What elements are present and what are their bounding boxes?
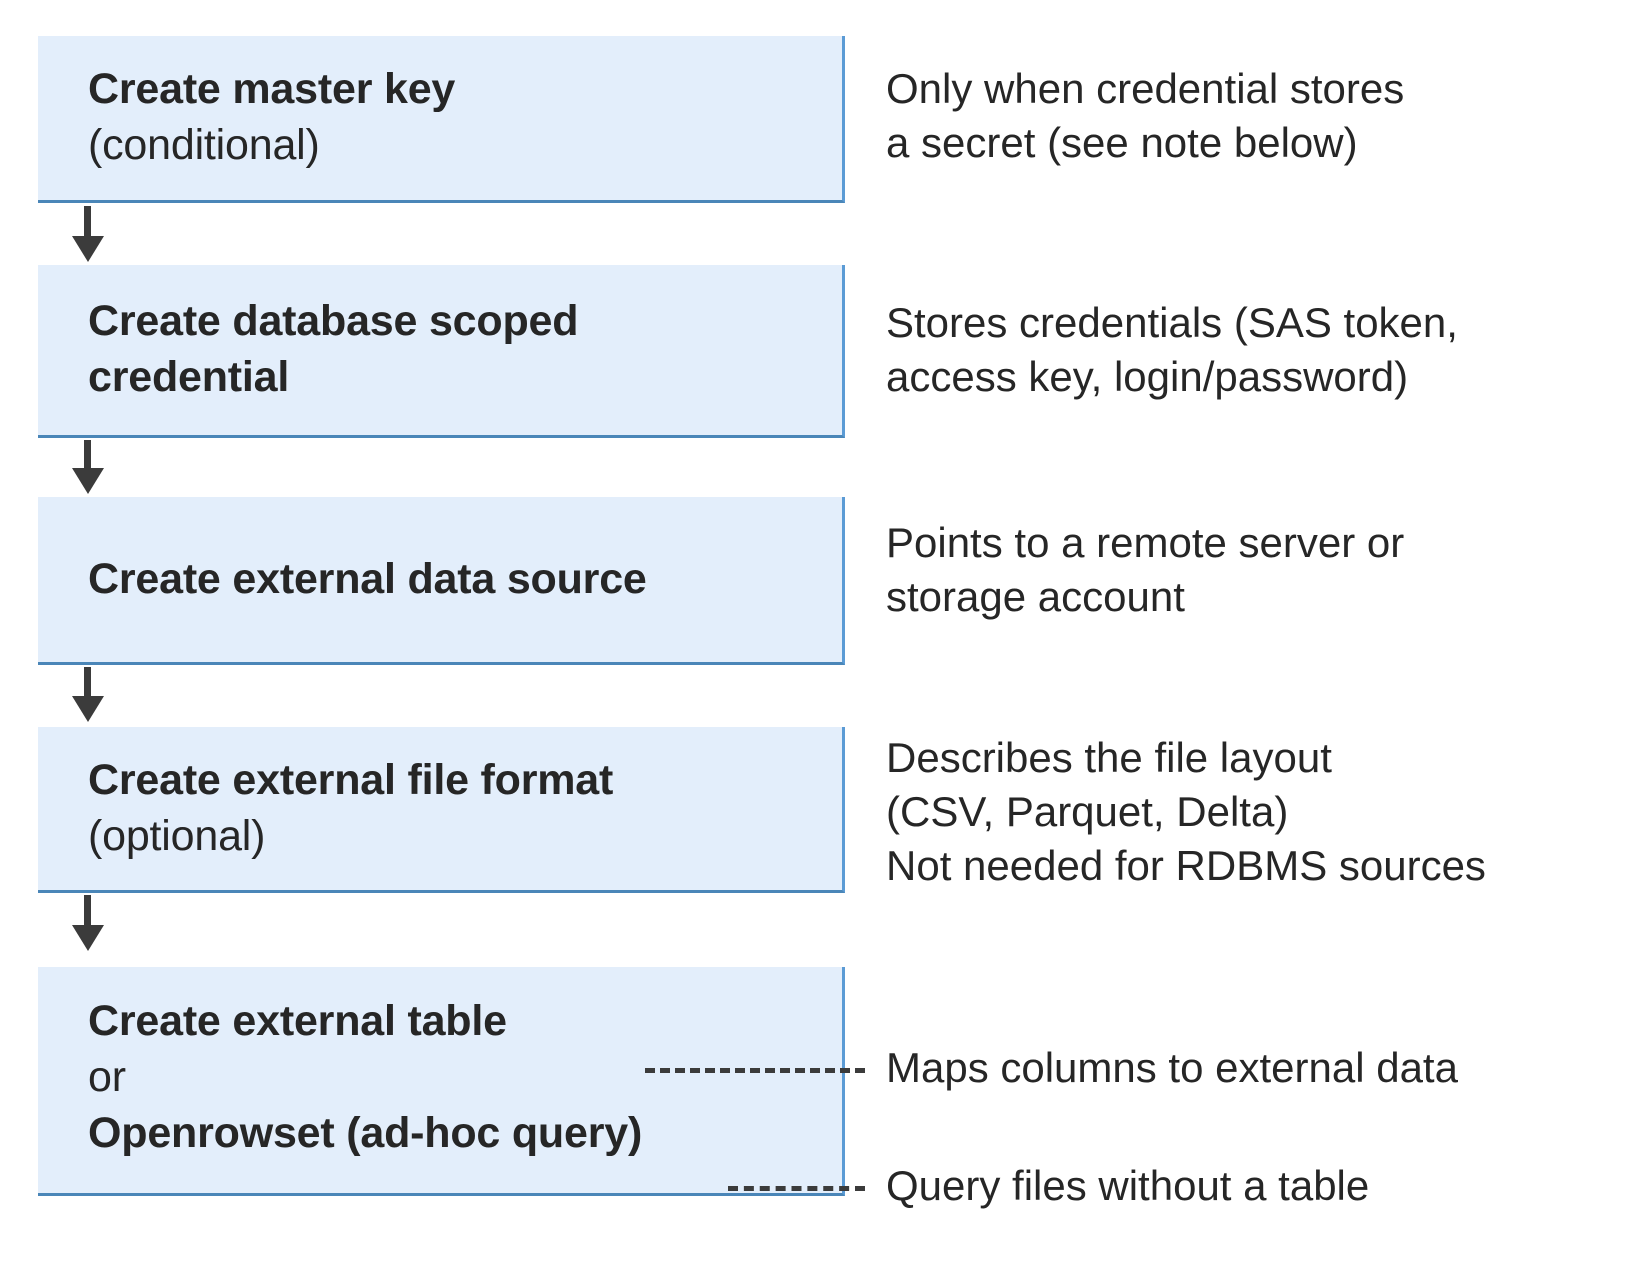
- step-title: Create external table: [88, 997, 507, 1045]
- step-subtitle: (conditional): [88, 121, 320, 169]
- step-conjunction: or: [88, 1052, 126, 1101]
- connector-arrowhead-1: [72, 236, 104, 262]
- connector-arrowhead-2: [72, 468, 104, 494]
- step-title: Create external data source: [88, 554, 647, 603]
- note-create-external-data-source: Points to a remote server or storage acc…: [886, 519, 1405, 620]
- connector-line-3: [84, 667, 91, 709]
- connector-line-2: [84, 440, 91, 480]
- connector-arrowhead-3: [72, 696, 104, 722]
- step-box-create-external-data-source[interactable]: Create external data source: [38, 497, 845, 665]
- step-title: Create master key: [88, 65, 456, 114]
- step-title: Create database scoped: [88, 297, 579, 346]
- step-title: Create external file format: [88, 755, 614, 804]
- note-openrowset: Query files without a table: [886, 1162, 1370, 1209]
- note-create-master-key: Only when credential stores a secret (se…: [886, 65, 1405, 166]
- note-create-external-file-format: Describes the file layout (CSV, Parquet,…: [886, 734, 1486, 889]
- connector-arrowhead-4: [72, 925, 104, 951]
- connector-line-4: [84, 895, 91, 939]
- step-box-create-master-key[interactable]: Create master key (conditional): [38, 36, 845, 203]
- step-subtitle: (optional): [88, 811, 266, 860]
- connector-line-1: [84, 206, 91, 248]
- note-create-database-scoped-credential: Stores credentials (SAS token, access ke…: [886, 299, 1458, 400]
- note-create-external-table: Maps columns to external data: [886, 1044, 1458, 1091]
- leader-line-openrowset: [728, 1186, 865, 1191]
- step-box-create-external-table-or-openrowset[interactable]: Create external table or Openrowset (ad-…: [38, 967, 845, 1196]
- step-title-line2: credential: [88, 353, 290, 401]
- step-alternative-title: Openrowset (ad-hoc query): [88, 1108, 643, 1157]
- step-box-create-database-scoped-credential[interactable]: Create database scoped credential: [38, 265, 845, 438]
- leader-line-external-table: [645, 1068, 865, 1073]
- step-box-create-external-file-format[interactable]: Create external file format (optional): [38, 727, 845, 893]
